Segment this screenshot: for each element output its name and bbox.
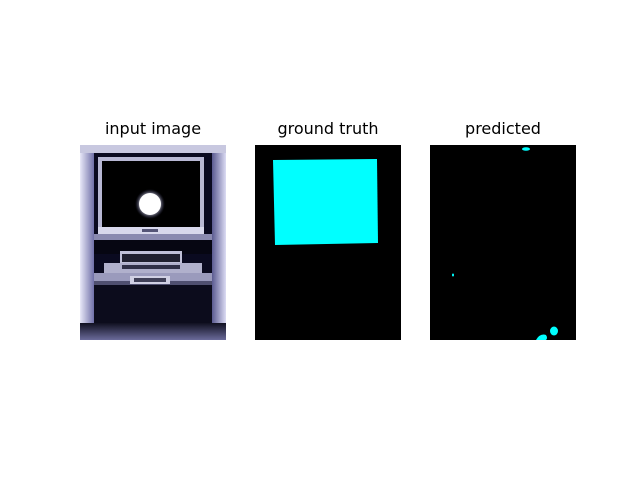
predicted-panel bbox=[430, 145, 576, 340]
panel-title-ground-truth: ground truth bbox=[277, 119, 379, 138]
predicted-blob-bottom-right bbox=[550, 326, 558, 336]
ground-truth-mask-icon bbox=[255, 145, 401, 340]
input-image-panel bbox=[80, 145, 226, 340]
panel-title-input-image: input image bbox=[104, 119, 202, 138]
predicted-blob-bottom bbox=[536, 334, 547, 340]
predicted-blob-dot bbox=[452, 273, 454, 277]
ground-truth-panel bbox=[255, 145, 401, 340]
ground-truth-mask-region bbox=[273, 159, 378, 245]
tv-cabinet-photo-icon bbox=[80, 145, 226, 340]
predicted-mask-icon bbox=[430, 145, 576, 340]
panel-title-predicted: predicted bbox=[465, 119, 541, 138]
predicted-blob-top bbox=[522, 147, 530, 151]
